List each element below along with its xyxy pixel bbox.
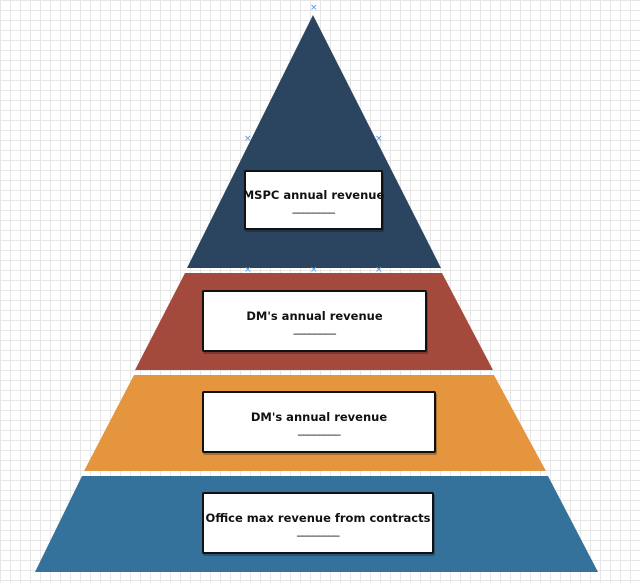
- selection-handle-icon[interactable]: ×: [310, 3, 318, 13]
- selection-handle-icon[interactable]: ×: [375, 265, 383, 275]
- selection-handle-icon[interactable]: ×: [244, 265, 252, 275]
- selection-handle-icon[interactable]: ×: [310, 265, 318, 275]
- tier-2-label: DM's annual revenue: [246, 309, 383, 323]
- tier-3-blank-line: ________: [298, 422, 341, 436]
- tier-3-label-box[interactable]: DM's annual revenue ________: [202, 391, 436, 453]
- tier-2-label-box[interactable]: DM's annual revenue ________: [202, 290, 427, 352]
- tier-4-blank-line: ________: [297, 523, 340, 537]
- tier-1-label: MSPC annual revenue: [242, 188, 385, 202]
- tier-4-label-box[interactable]: Office max revenue from contracts ______…: [202, 492, 434, 554]
- tier-3-label: DM's annual revenue: [250, 410, 388, 424]
- selection-handle-icon[interactable]: ×: [244, 134, 252, 144]
- tier-2-blank-line: ________: [293, 321, 337, 335]
- tier-4-label: Office max revenue from contracts: [205, 511, 431, 525]
- tier-1-label-box[interactable]: MSPC annual revenue ________: [242, 170, 385, 230]
- pyramid-tier-1[interactable]: [187, 15, 441, 268]
- selection-handle-icon[interactable]: ×: [375, 134, 383, 144]
- tier-1-blank-line: ________: [292, 200, 336, 214]
